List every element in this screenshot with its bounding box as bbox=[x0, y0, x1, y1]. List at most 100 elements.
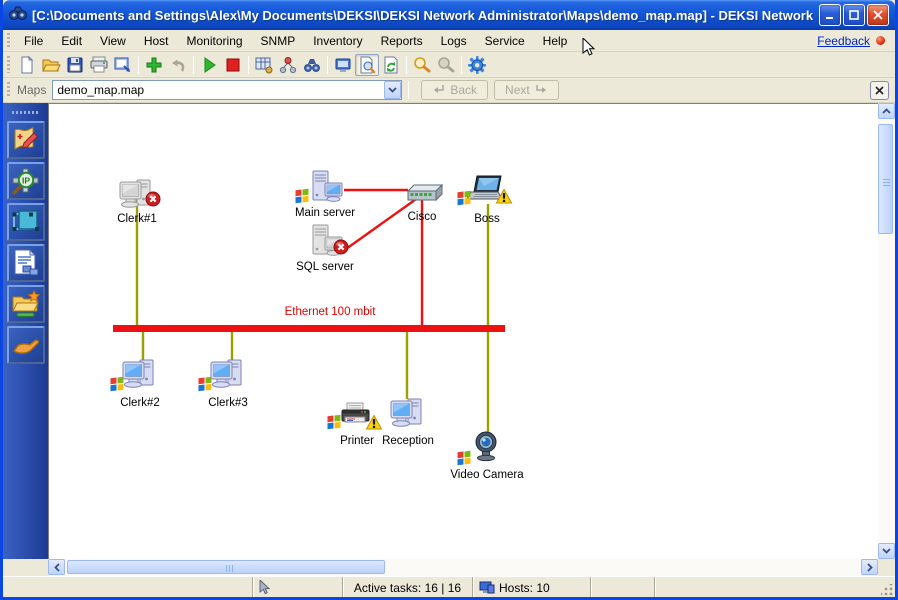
menu-item-monitoring[interactable]: Monitoring bbox=[186, 33, 243, 48]
map-node-label: Printer bbox=[340, 435, 374, 447]
binoculars-app-icon bbox=[9, 5, 27, 26]
windows-flag-icon bbox=[457, 450, 471, 466]
menu-item-view[interactable]: View bbox=[100, 33, 126, 48]
map-node-clerk-2[interactable]: Clerk#2 bbox=[110, 359, 160, 409]
warning-badge-icon bbox=[495, 188, 513, 204]
print-map-button[interactable] bbox=[87, 54, 111, 76]
close-button[interactable] bbox=[867, 4, 889, 26]
back-button[interactable]: Back bbox=[421, 80, 489, 100]
map-node-cisco[interactable]: Cisco bbox=[406, 183, 444, 223]
scroll-down-button[interactable] bbox=[878, 543, 895, 559]
horizontal-scroll-track[interactable] bbox=[65, 559, 861, 576]
map-node-label: Clerk#3 bbox=[208, 397, 248, 409]
ethernet-bus[interactable] bbox=[113, 325, 505, 332]
close-map-panel-button[interactable] bbox=[870, 80, 889, 100]
vertical-scroll-track[interactable] bbox=[878, 119, 895, 543]
map-node-label: Boss bbox=[474, 213, 500, 225]
back-button-label: Back bbox=[450, 83, 478, 97]
pan-mode-button[interactable] bbox=[6, 326, 45, 364]
minimize-button[interactable] bbox=[819, 4, 841, 26]
windows-flag-icon bbox=[198, 376, 212, 392]
map-node-reception[interactable]: Reception bbox=[382, 398, 434, 447]
vertical-scroll-thumb[interactable] bbox=[878, 124, 893, 234]
map-viewport[interactable]: Ethernet 100 mbit Clerk#1 Main server Ci… bbox=[48, 103, 895, 559]
new-map-button[interactable] bbox=[15, 54, 39, 76]
next-button[interactable]: Next bbox=[494, 80, 559, 100]
open-map-button[interactable] bbox=[39, 54, 63, 76]
chevron-down-icon[interactable] bbox=[384, 81, 402, 99]
map-node-label: Cisco bbox=[408, 211, 437, 223]
map-node-sql-server[interactable]: SQL server bbox=[296, 224, 354, 273]
scroll-up-button[interactable] bbox=[878, 103, 895, 119]
map-node-label: Main server bbox=[295, 207, 355, 219]
menu-item-logs[interactable]: Logs bbox=[440, 33, 467, 48]
add-host-button[interactable] bbox=[142, 54, 166, 76]
menu-item-host[interactable]: Host bbox=[143, 33, 169, 48]
windows-flag-icon bbox=[295, 188, 309, 204]
offline-badge-icon bbox=[333, 239, 349, 255]
maximize-button[interactable] bbox=[843, 4, 865, 26]
menu-item-service[interactable]: Service bbox=[484, 33, 525, 48]
map-node-label: Clerk#1 bbox=[117, 213, 157, 225]
sidebar-grip[interactable] bbox=[12, 111, 39, 114]
create-map-wizard-button[interactable] bbox=[6, 121, 45, 159]
scroll-left-button[interactable] bbox=[48, 559, 65, 575]
select-area-button[interactable] bbox=[6, 203, 45, 241]
open-maps-button[interactable] bbox=[6, 285, 45, 323]
map-node-boss[interactable]: Boss bbox=[457, 175, 513, 225]
map-node-video-camera[interactable]: Video Camera bbox=[450, 431, 524, 481]
map-node-label: SQL server bbox=[296, 261, 354, 273]
maps-bar: Maps demo_map.map Back Next bbox=[3, 78, 895, 103]
stop-monitoring-button[interactable] bbox=[221, 54, 245, 76]
zoom-in-button[interactable] bbox=[410, 54, 434, 76]
map-node-clerk-3[interactable]: Clerk#3 bbox=[198, 359, 248, 409]
map-node-main-server[interactable]: Main server bbox=[295, 170, 355, 219]
save-map-button[interactable] bbox=[63, 54, 87, 76]
status-bar: Active tasks: 16 | 16 Hosts: 10 bbox=[3, 576, 895, 597]
next-arrow-icon bbox=[536, 85, 546, 93]
maps-label: Maps bbox=[17, 83, 47, 97]
map-node-label: Clerk#2 bbox=[120, 397, 160, 409]
menu-item-snmp[interactable]: SNMP bbox=[260, 33, 296, 48]
start-monitoring-button[interactable] bbox=[197, 54, 221, 76]
map-link[interactable] bbox=[345, 196, 420, 250]
network-map-canvas[interactable]: Ethernet 100 mbit Clerk#1 Main server Ci… bbox=[48, 103, 878, 559]
windows-flag-icon bbox=[110, 376, 124, 392]
settings-gear-button[interactable] bbox=[465, 54, 489, 76]
scan-ip-network-button[interactable]: IP bbox=[6, 162, 45, 200]
windows-flag-icon bbox=[327, 414, 341, 430]
feedback-link[interactable]: Feedback bbox=[817, 33, 870, 48]
menu-item-help[interactable]: Help bbox=[542, 33, 568, 48]
hosts-table-button[interactable] bbox=[252, 54, 276, 76]
menu-item-file[interactable]: File bbox=[24, 33, 44, 48]
menu-item-inventory[interactable]: Inventory bbox=[313, 33, 363, 48]
scan-network-button[interactable] bbox=[276, 54, 300, 76]
menu-item-edit[interactable]: Edit bbox=[61, 33, 83, 48]
vertical-scrollbar[interactable] bbox=[878, 103, 895, 559]
scroll-right-button[interactable] bbox=[861, 559, 878, 575]
back-arrow-icon bbox=[434, 85, 445, 93]
offline-badge-icon bbox=[145, 191, 161, 207]
map-selector-combobox[interactable]: demo_map.map bbox=[52, 80, 403, 100]
mapsbar-grip[interactable] bbox=[7, 81, 10, 99]
map-node-clerk-1[interactable]: Clerk#1 bbox=[117, 179, 161, 225]
refresh-map-button[interactable] bbox=[379, 54, 403, 76]
host-inventory-button[interactable] bbox=[6, 244, 45, 282]
toolbar-grip[interactable] bbox=[7, 55, 10, 74]
menu-item-reports[interactable]: Reports bbox=[380, 33, 423, 48]
host-screen-button[interactable] bbox=[331, 54, 355, 76]
menubar-grip[interactable] bbox=[7, 33, 10, 48]
map-preview-button[interactable] bbox=[355, 53, 379, 76]
export-map-image-button[interactable] bbox=[111, 54, 135, 76]
connection-status-dot bbox=[876, 36, 885, 45]
window-resize-grip[interactable] bbox=[881, 584, 893, 596]
find-host-button[interactable] bbox=[300, 54, 324, 76]
menu-bar: File Edit View Host Monitoring SNMP Inventory R… bbox=[3, 30, 895, 52]
horizontal-scroll-thumb[interactable] bbox=[67, 560, 385, 574]
map-node-printer[interactable]: Printer bbox=[327, 402, 383, 447]
hosts-monitor-icon bbox=[479, 581, 495, 593]
zoom-out-button[interactable] bbox=[434, 54, 458, 76]
pointer-mode-icon bbox=[259, 580, 270, 595]
undo-button[interactable] bbox=[166, 54, 190, 76]
